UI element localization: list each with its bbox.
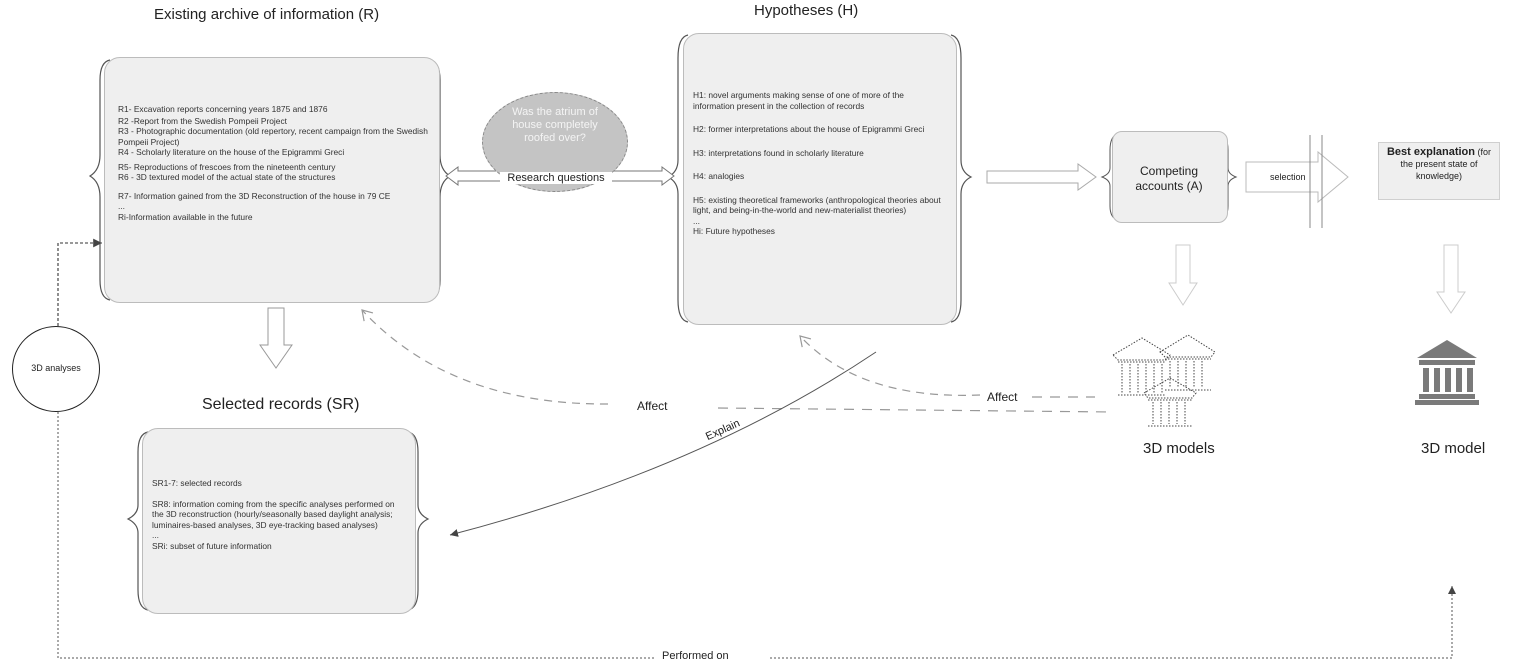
best-explanation-note: (for the present state of knowledge) bbox=[1400, 147, 1492, 181]
archive-item: R3 - Photographic documentation (old rep… bbox=[118, 126, 428, 147]
selected-item: SRi: subset of future information bbox=[152, 540, 272, 551]
archive-item: R6 - 3D textured model of the actual sta… bbox=[118, 172, 336, 182]
archive-heading: Existing archive of information (R) bbox=[154, 6, 380, 23]
hypotheses-brace-right bbox=[950, 34, 973, 323]
selected-records-box bbox=[142, 428, 416, 614]
competing-down-arrow bbox=[1168, 244, 1198, 306]
archive-down-arrow bbox=[259, 307, 293, 369]
selected-item: SR1-7: selected records bbox=[152, 478, 242, 488]
archive-item: R5- Reproductions of frescoes from the n… bbox=[118, 161, 336, 172]
selected-brace-right bbox=[407, 431, 430, 611]
analyses-to-r7-line bbox=[57, 238, 102, 326]
selected-heading: Selected records (SR) bbox=[202, 396, 360, 413]
selection-label: selection bbox=[1270, 172, 1306, 182]
hypothesis-item: H5: existing theoretical frameworks (ant… bbox=[693, 194, 941, 216]
explain-arrow bbox=[449, 351, 877, 537]
hypothesis-item: H4: analogies bbox=[693, 171, 745, 181]
competing-accounts-box bbox=[1112, 131, 1228, 223]
affect-right-label: Affect bbox=[987, 390, 1018, 404]
archive-brace-left bbox=[88, 59, 111, 301]
archive-box bbox=[104, 57, 440, 303]
hypothesis-item: H2: former interpretations about the hou… bbox=[693, 124, 925, 134]
performed-on-line-right bbox=[770, 586, 1456, 659]
best-down-arrow bbox=[1436, 244, 1466, 314]
hypothesis-item: ... bbox=[693, 215, 700, 226]
model-heading: 3D model bbox=[1421, 440, 1486, 457]
best-explanation-label: Best explanation (for the present state … bbox=[1382, 146, 1496, 182]
selected-item: SR8: information coming from the specifi… bbox=[152, 498, 395, 530]
hyp-to-competing-arrow bbox=[986, 163, 1097, 191]
performed-on-line bbox=[57, 412, 656, 659]
archive-item: R1- Excavation reports concerning years … bbox=[118, 104, 328, 114]
3d-analyses-circle bbox=[12, 326, 100, 412]
affect-left-label: Affect bbox=[637, 399, 668, 413]
affect-right-arrow bbox=[799, 335, 981, 396]
hypotheses-list: H1: novel arguments making sense of one … bbox=[693, 90, 945, 237]
archive-list: R1- Excavation reports concerning years … bbox=[118, 104, 430, 222]
archive-item: Ri-Information available in the future bbox=[118, 211, 253, 222]
hypotheses-box bbox=[683, 33, 957, 325]
research-questions-label: Research questions bbox=[500, 172, 612, 184]
affect-left-arrow bbox=[361, 309, 609, 405]
performed-on-label: Performed on bbox=[662, 650, 729, 662]
affect-left-tail bbox=[717, 407, 1113, 413]
3d-analyses-label: 3D analyses bbox=[31, 363, 81, 373]
research-question-text: Was the atrium of house completely roofe… bbox=[512, 106, 598, 144]
archive-item: R7- Information gained from the 3D Recon… bbox=[118, 190, 391, 201]
archive-item: R4 - Scholarly literature on the house o… bbox=[118, 147, 345, 157]
competing-accounts-label: Competing accounts (A) bbox=[1135, 164, 1203, 193]
3d-models-icon bbox=[1112, 334, 1216, 427]
competing-brace-left bbox=[1100, 133, 1119, 221]
archive-item: ... bbox=[118, 201, 125, 211]
selected-records-list: SR1-7: selected records SR8: information… bbox=[152, 478, 406, 551]
3d-model-icon bbox=[1415, 340, 1479, 405]
selected-brace-left bbox=[126, 431, 149, 611]
hypothesis-item: Hi: Future hypotheses bbox=[693, 226, 775, 236]
best-explanation-title: Best explanation bbox=[1386, 146, 1475, 158]
selected-item: ... bbox=[152, 530, 159, 540]
hypothesis-item: H3: interpretations found in scholarly l… bbox=[693, 147, 864, 158]
archive-item: R2 -Report from the Swedish Pompeii Proj… bbox=[118, 115, 287, 126]
models-heading: 3D models bbox=[1143, 440, 1215, 457]
hypotheses-heading: Hypotheses (H) bbox=[754, 2, 859, 19]
hypothesis-item: H1: novel arguments making sense of one … bbox=[693, 90, 904, 111]
best-explanation-box bbox=[1378, 142, 1500, 200]
